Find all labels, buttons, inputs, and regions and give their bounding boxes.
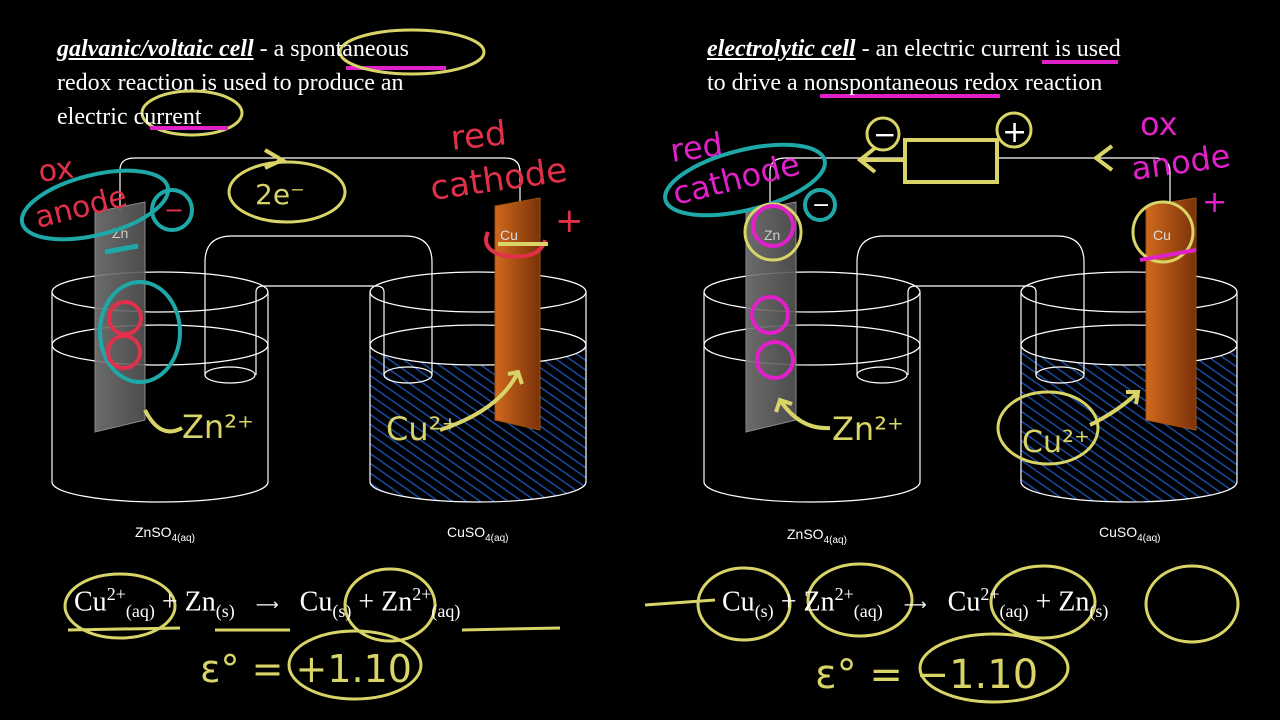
solution-formula: ZnSO xyxy=(135,524,172,540)
eq-charge: 2+ xyxy=(412,584,432,604)
right-cathode-beaker xyxy=(1020,271,1238,503)
eq-species: Zn xyxy=(381,586,413,618)
galvanic-term: galvanic/voltaic cell xyxy=(57,36,254,62)
galvanic-desc-3: electric current xyxy=(57,104,202,130)
eq-species: Cu xyxy=(299,586,333,618)
eq-species: Zn xyxy=(1058,586,1090,618)
reaction-arrow: ⟶ xyxy=(255,595,279,615)
galvanic-equation: Cu2+(aq) + Zn(s) ⟶ Cu(s) + Zn2+(aq) xyxy=(74,584,460,622)
solution-formula: CuSO xyxy=(1099,524,1138,540)
eq-plus: + xyxy=(780,586,797,618)
header-highlights xyxy=(140,28,1118,137)
zinc-electrode xyxy=(94,201,146,433)
eq-state: (s) xyxy=(332,600,352,621)
cathode-metal-label: Cu xyxy=(500,227,518,243)
electrolytic-desc-2: to drive a nonspontaneous redox reaction xyxy=(707,70,1103,96)
power-source xyxy=(903,138,999,184)
eq-state: (aq) xyxy=(431,600,461,621)
red-label: red xyxy=(449,113,509,159)
galvanic-cell-diagram: Zn Cu ox anode − 2e⁻ red cathode + Zn²⁺ … xyxy=(19,113,587,503)
eq-species: Zn xyxy=(184,586,216,618)
zn-ion-label: Zn²⁺ xyxy=(182,408,254,446)
eq-state: (aq) xyxy=(125,600,155,621)
solution-subscript: 4(aq) xyxy=(485,532,509,544)
electrolytic-desc-1: - an electric current is used xyxy=(855,36,1121,62)
right-zn-ion-label: Zn²⁺ xyxy=(832,410,904,448)
salt-bridge xyxy=(204,235,433,375)
eq-state: (s) xyxy=(215,600,235,621)
right-anode-label: anode xyxy=(1129,136,1233,187)
left-cathode-solution: CuSO4(aq) xyxy=(447,524,508,544)
eq-state: (s) xyxy=(1089,600,1109,621)
eq-species: Cu xyxy=(722,586,755,618)
right-minus-terminal: − xyxy=(873,118,896,151)
right-anode-metal-label: Zn xyxy=(764,227,780,243)
eq-species: Cu xyxy=(947,586,981,618)
galvanic-desc-1: - a spontaneous xyxy=(253,36,409,62)
eq-charge: 2+ xyxy=(106,584,126,604)
galvanic-desc-2: redox reaction is used to produce an xyxy=(57,70,404,96)
anode-beaker xyxy=(51,271,269,503)
equation-highlights xyxy=(63,562,1240,704)
cathode-plus-sign: + xyxy=(555,201,584,241)
left-anode-solution: ZnSO4(aq) xyxy=(135,524,195,544)
eq-species: Cu xyxy=(74,586,107,618)
eq-charge: 2+ xyxy=(980,584,1000,604)
right-anode-solution: ZnSO4(aq) xyxy=(787,526,847,546)
eq-state: (s) xyxy=(754,600,774,621)
right-ox-label: ox xyxy=(1140,105,1178,143)
right-red-label: red xyxy=(668,125,725,170)
right-cu-ion-label: Cu²⁺ xyxy=(1022,425,1090,460)
electrolytic-cell-diagram: Zn Cu − + red cathode − ox anode + Zn²⁺ xyxy=(663,105,1238,503)
eq-charge: 2+ xyxy=(834,584,854,604)
solution-formula: CuSO xyxy=(447,524,486,540)
electrolytic-term: electrolytic cell xyxy=(707,36,856,62)
reaction-arrow: ⟶ xyxy=(903,595,927,615)
eq-plus: + xyxy=(1035,586,1052,618)
cathode-label: cathode xyxy=(428,150,570,209)
eq-species: Zn xyxy=(803,586,835,618)
solution-formula: ZnSO xyxy=(787,526,824,542)
electrons-label: 2e⁻ xyxy=(255,178,305,211)
eq-state: (aq) xyxy=(999,600,1029,621)
anode-minus-sign: − xyxy=(164,196,184,224)
right-anode-beaker xyxy=(703,271,921,503)
electrolytic-equation: Cu(s) + Zn2+(aq) ⟶ Cu2+(aq) + Zn(s) xyxy=(722,584,1108,622)
left-annotations: ox anode − 2e⁻ red cathode + Zn²⁺ Cu²⁺ xyxy=(19,113,584,448)
right-cathode-metal-label: Cu xyxy=(1153,227,1171,243)
right-cathode-minus: − xyxy=(812,193,830,218)
solution-subscript: 4(aq) xyxy=(1137,532,1161,544)
galvanic-definition: galvanic/voltaic cell - a spontaneous re… xyxy=(57,32,497,134)
electrolytic-definition: electrolytic cell - an electric current … xyxy=(707,32,1227,100)
right-annotations: − + red cathode − ox anode + Zn²⁺ Cu²⁺ xyxy=(663,105,1233,466)
solution-subscript: 4(aq) xyxy=(171,532,195,544)
right-salt-bridge xyxy=(856,235,1085,375)
external-wire xyxy=(119,157,521,210)
solution-subscript: 4(aq) xyxy=(823,534,847,546)
cathode-beaker xyxy=(369,271,587,503)
eq-state: (aq) xyxy=(853,600,883,621)
eq-plus: + xyxy=(358,586,375,618)
ox-label: ox xyxy=(36,150,76,190)
right-cathode-solution: CuSO4(aq) xyxy=(1099,524,1160,544)
right-anode-plus: + xyxy=(1202,185,1227,220)
eq-plus: + xyxy=(161,586,178,618)
